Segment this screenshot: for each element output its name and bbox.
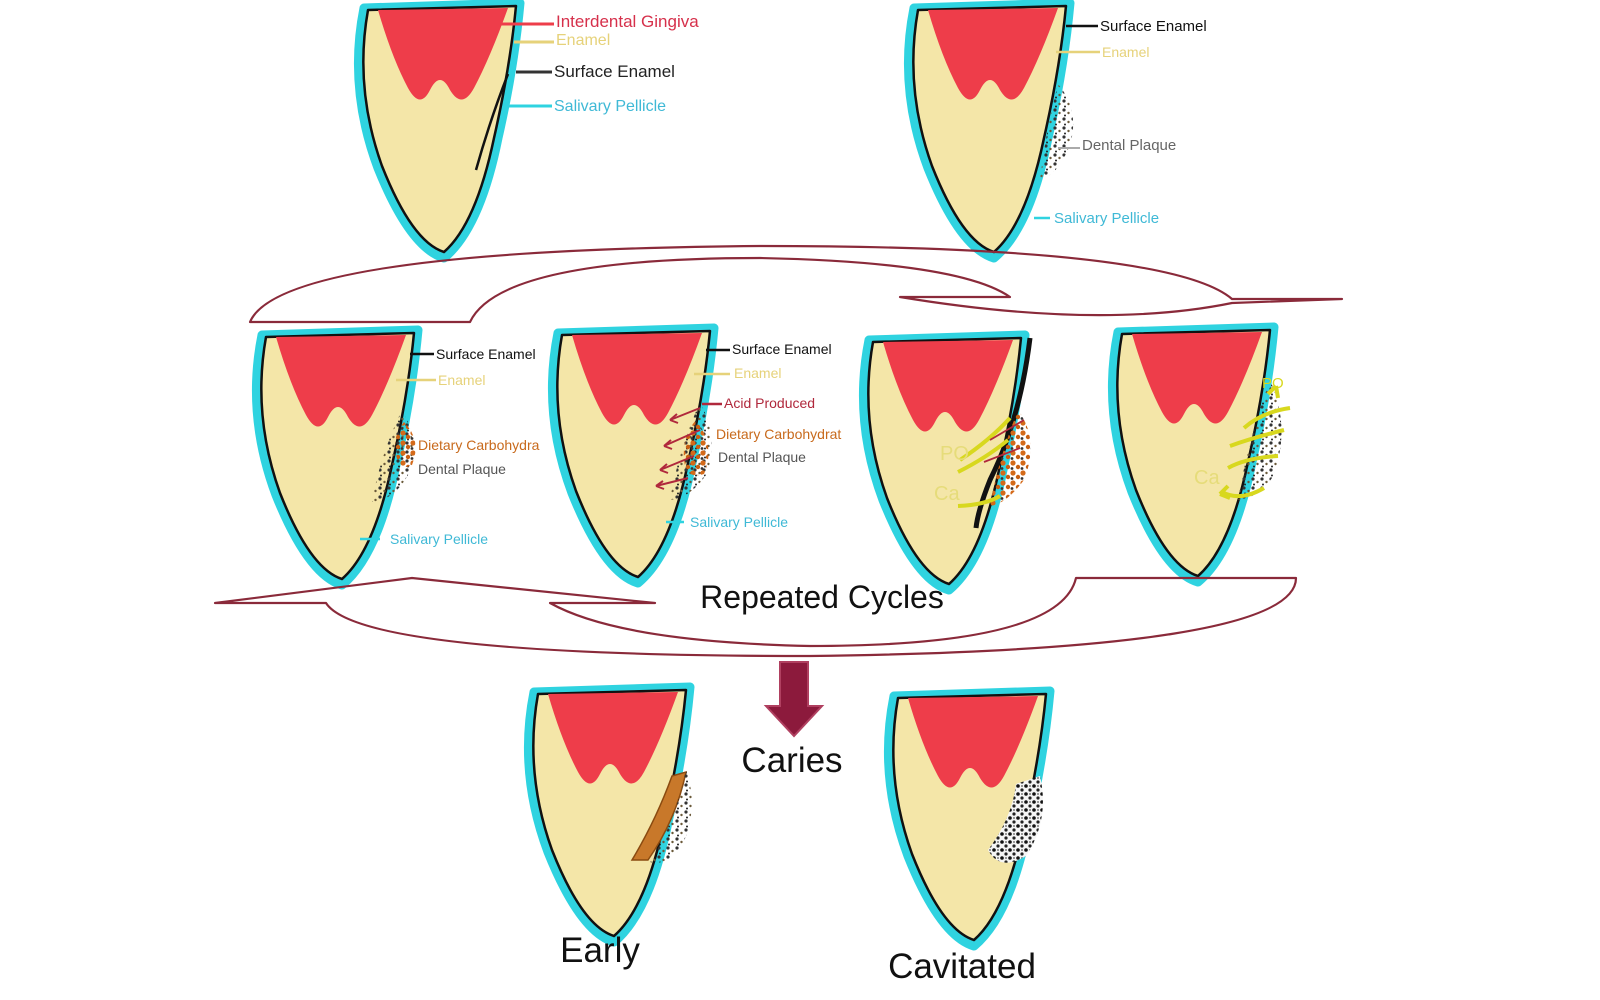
acid-arrows [983, 419, 1025, 463]
calcium-label: Ca [934, 483, 960, 505]
acid-arrowheads [655, 413, 679, 490]
outcome-early: Early [528, 687, 691, 970]
cavity [988, 776, 1043, 863]
pellicle-label: Salivary Pellicle [390, 531, 488, 547]
panel-remineralization: PO Ca [1112, 327, 1291, 582]
surface-enamel-label: Surface Enamel [554, 62, 675, 81]
enamel-label: Enamel [556, 32, 610, 49]
panel-carbohydrate: Surface Enamel Enamel Dietary Carbohydra… [256, 330, 540, 585]
plaque-label: Dental Plaque [718, 449, 806, 465]
enamel-label: Enamel [1102, 44, 1149, 60]
outcome-early-label: Early [560, 931, 640, 970]
surface-enamel-label: Surface Enamel [732, 341, 832, 357]
enamel-label: Enamel [734, 365, 781, 381]
panel-healthy: Interdental Gingiva Enamel Surface Ename… [358, 3, 699, 258]
tooth-plaque [908, 3, 1070, 258]
pellicle-label: Salivary Pellicle [690, 514, 788, 530]
panel-plaque: Surface Enamel Enamel Dental Plaque Sali… [908, 3, 1207, 258]
plaque-deposit [1040, 84, 1074, 180]
plaque-deposit [1238, 380, 1282, 500]
plaque-label: Dental Plaque [1082, 137, 1176, 154]
surface-enamel-line [973, 337, 1033, 529]
early-lesion [630, 770, 687, 861]
lower-cycle-arrow [213, 576, 1298, 658]
phosphate-label: PO [940, 443, 969, 465]
plaque-label: Dental Plaque [418, 461, 506, 477]
carbohydrate-label: Dietary Carbohydrat [716, 426, 841, 442]
outcome-cavitated-label: Cavitated [888, 947, 1036, 986]
pellicle-label: Salivary Pellicle [1054, 210, 1159, 227]
ion-arrowheads [1218, 384, 1280, 500]
cycle-label: Repeated Cycles [700, 579, 944, 615]
outcome-label: Caries [741, 741, 842, 780]
tooth-healthy [358, 3, 520, 258]
plaque-deposit [990, 410, 1031, 506]
outcome-cavitated: Cavitated [888, 691, 1050, 986]
acid-label: Acid Produced [724, 395, 815, 411]
enamel-label: Enamel [438, 372, 485, 388]
acid-arrows [655, 407, 701, 487]
panel-demineralization: PO Ca [863, 335, 1033, 590]
ion-arrows [1221, 406, 1291, 499]
carbohydrate-label: Dietary Carbohydra [418, 437, 540, 453]
surface-enamel-line [474, 73, 510, 171]
ion-arrows [957, 416, 1012, 508]
surface-enamel-label: Surface Enamel [436, 346, 536, 362]
upper-cycle-arrow [248, 244, 1344, 324]
panel-acid: Surface Enamel Enamel Acid Produced Diet… [552, 328, 841, 583]
carbohydrate-deposit [395, 422, 416, 468]
plaque-deposit [650, 770, 692, 863]
surface-enamel-label: Surface Enamel [1100, 18, 1207, 35]
phosphate-label: PO [1262, 375, 1284, 392]
gingiva-label: Interdental Gingiva [556, 12, 699, 31]
calcium-label: Ca [1194, 467, 1220, 489]
pellicle-label: Salivary Pellicle [554, 98, 666, 115]
down-arrow [763, 661, 825, 738]
